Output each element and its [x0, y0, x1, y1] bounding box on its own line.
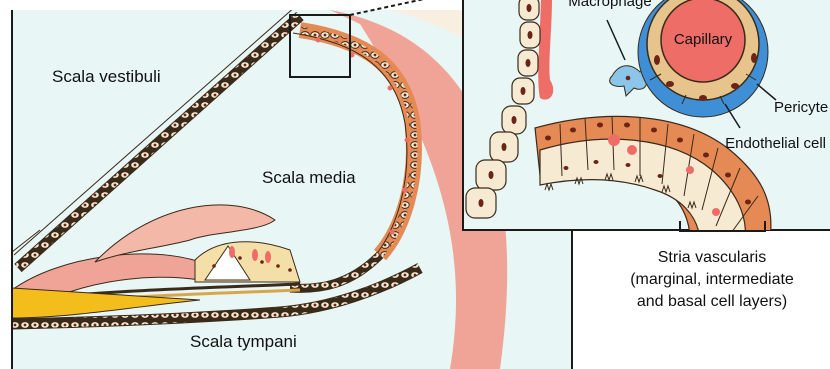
macrophage-label: Macrophage: [568, 0, 651, 10]
scala-media-label: Scala media: [262, 168, 356, 187]
stria-caption: Stria vascularis (marginal, intermediate…: [630, 249, 794, 310]
stria-caption-line2: (marginal, intermediate: [630, 271, 794, 288]
endothelial-cell-label: Endothelial cell: [725, 135, 826, 152]
capillary-label: Capillary: [674, 31, 733, 48]
pericyte-label: Pericyte: [774, 99, 828, 116]
stria-caption-line3: and basal cell layers): [637, 293, 787, 310]
scala-vestibuli-label: Scala vestibuli: [52, 67, 161, 86]
stria-inset: Capillary: [463, 0, 830, 240]
stria-caption-line1: Stria vascularis: [658, 249, 766, 266]
scala-tympani-label: Scala tympani: [190, 332, 297, 351]
